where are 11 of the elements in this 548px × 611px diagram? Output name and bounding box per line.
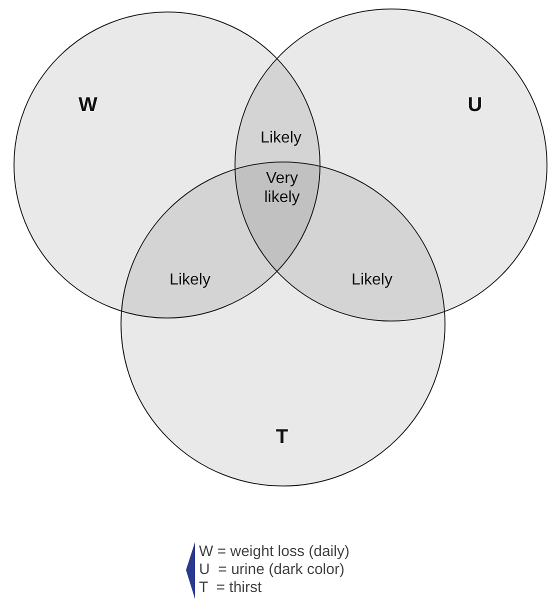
region-label: Likely xyxy=(350,270,394,290)
set-letter: U xyxy=(468,95,482,115)
venn-circle xyxy=(120,161,446,487)
region-label: Likely xyxy=(260,128,302,148)
legend-entry: U = urine (dark color) xyxy=(199,561,346,579)
region-label: Very likely xyxy=(263,169,301,207)
legend-entry: W = weight loss (daily) xyxy=(199,543,350,561)
set-letter: T xyxy=(276,427,288,447)
set-letter: W xyxy=(78,95,98,115)
legend-entry: T = thirst xyxy=(199,579,263,597)
region-label: Likely xyxy=(168,270,212,290)
